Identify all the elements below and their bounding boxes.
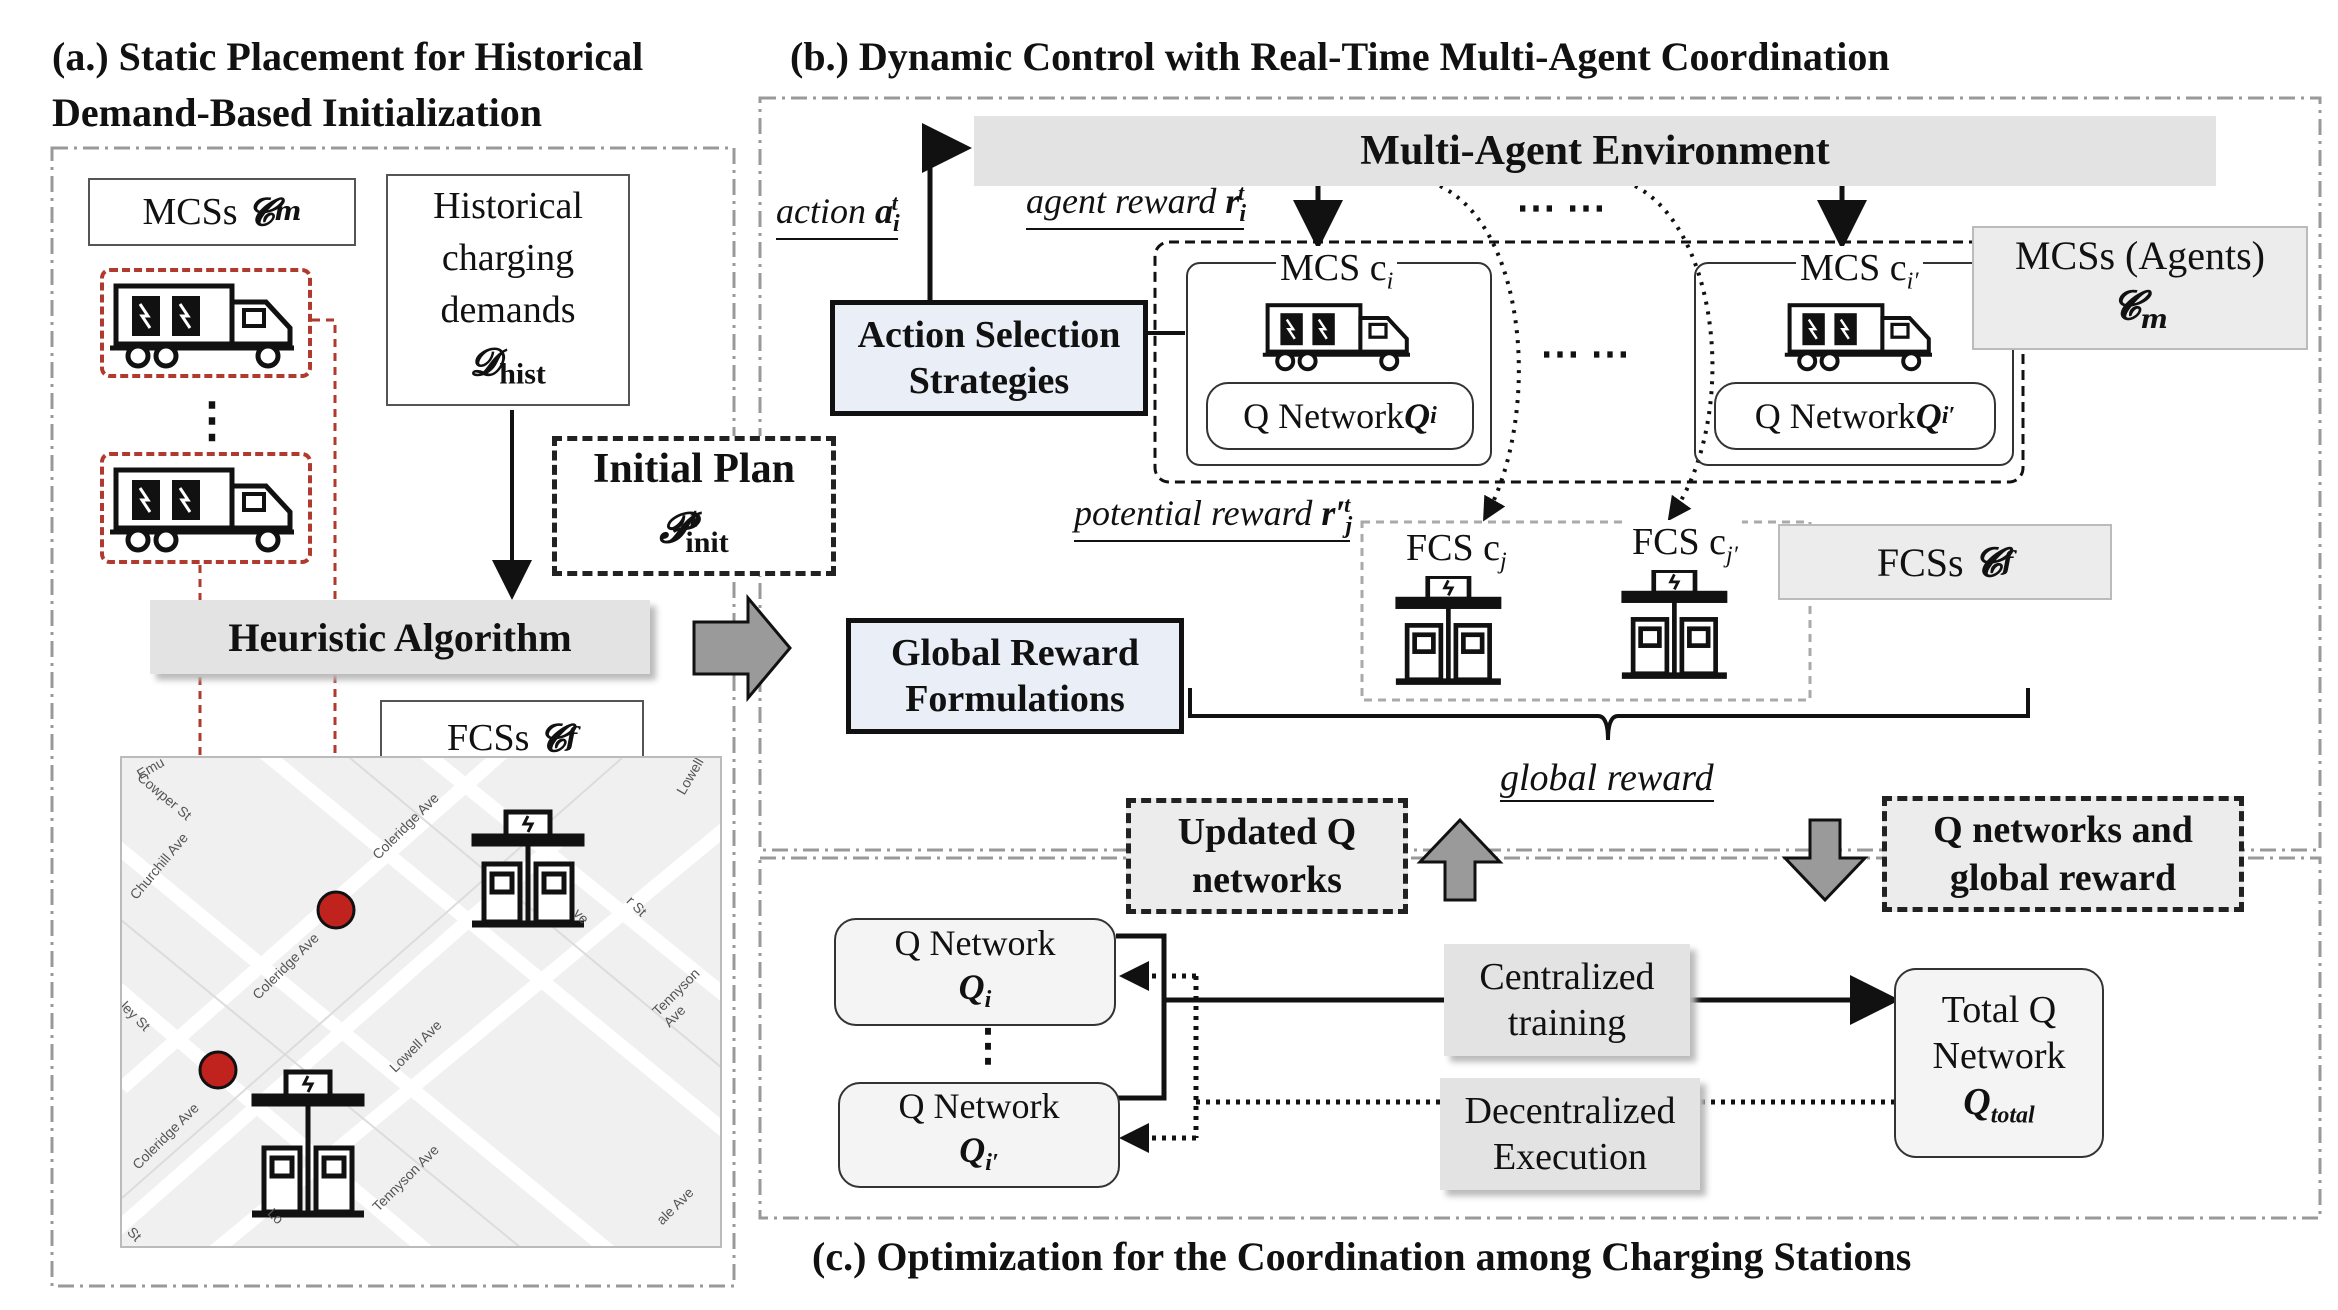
mcs-i-label: MCS ci: [1276, 246, 1398, 296]
centralized-training-box: Centralized training: [1444, 944, 1690, 1056]
panel-c-title: (c.) Optimization for the Coordination a…: [812, 1234, 1912, 1279]
fcs-sub: f: [565, 723, 577, 753]
hist-line2: charging: [441, 236, 575, 279]
global-reward-formulations-box: Global Reward Formulations: [846, 618, 1184, 734]
initial-plan-box: Initial Plan 𝓟tinit: [552, 436, 836, 576]
fcs-j-label: FCS cj: [1402, 526, 1511, 576]
q-network-i-card: Q Network Qi: [834, 918, 1116, 1026]
mcs-symbol: 𝓒: [247, 189, 274, 234]
q-networks-global-reward-box: Q networks and global reward: [1882, 796, 2244, 912]
q-network-i-prime-card: Q Network Qi′: [838, 1082, 1120, 1188]
truck-icon: [1262, 303, 1410, 372]
street-map: Emu Cowper St Coleridge Ave Churchill Av…: [120, 756, 722, 1248]
agent-reward-label: agent reward rit: [1026, 180, 1246, 231]
hist-line3: demands: [440, 288, 576, 331]
historical-demands-box: Historical charging demands 𝓓hist: [386, 174, 630, 406]
decentralized-execution-box: Decentralized Execution: [1440, 1078, 1700, 1190]
global-reward-label: global reward: [1500, 756, 1714, 802]
ellipsis-top: ⋯ ⋯: [1516, 185, 1606, 230]
heuristic-algorithm-box: Heuristic Algorithm: [150, 600, 650, 674]
truck-icon: [110, 467, 294, 553]
panel-b-title: (b.) Dynamic Control with Real-Time Mult…: [790, 34, 1890, 79]
vertical-dots: ⋮: [188, 394, 236, 447]
plan-sub: init: [685, 525, 729, 559]
fcs-label: FCSs: [447, 717, 530, 759]
vertical-dots-c: ⋮: [966, 1021, 1010, 1070]
action-selection-box: Action Selection Strategies: [830, 300, 1148, 416]
plan-symbol: 𝓟: [659, 503, 690, 553]
multi-agent-environment-box: Multi-Agent Environment: [974, 116, 2216, 186]
charging-station-icon: [1395, 576, 1502, 685]
panel-a-title-line2: Demand-Based Initialization: [52, 90, 543, 135]
mcs-truck-bottom-frame: [100, 452, 312, 564]
mcs-sub: m: [273, 197, 302, 227]
mcs-i-prime-label: MCS ci′: [1796, 246, 1923, 296]
charging-station-icon: [1621, 570, 1728, 679]
total-q-network-box: Total Q Network Qtotal: [1894, 968, 2104, 1158]
fcs-symbol: 𝓒: [538, 715, 566, 760]
ellipsis-mid: ⋯ ⋯: [1540, 331, 1630, 376]
panel-a-title-line1: (a.) Static Placement for Historical: [52, 34, 644, 79]
initial-plan-label: Initial Plan: [593, 446, 795, 493]
mcs-truck-top-frame: [100, 268, 312, 378]
hist-line1: Historical: [433, 184, 583, 227]
hist-sub: hist: [499, 357, 546, 391]
mcs-agents-box: MCSs (Agents) 𝓒m: [1972, 226, 2308, 350]
hist-symbol: 𝓓: [470, 338, 500, 384]
mcs-label: MCSs: [142, 191, 238, 233]
action-label: action ait: [776, 190, 900, 241]
truck-icon: [110, 283, 294, 369]
plan-sup: t: [689, 503, 698, 535]
fcs-j-prime-label: FCS cj′: [1628, 520, 1742, 570]
potential-reward-label: potential reward r′jt: [1074, 492, 1352, 543]
map-roads: [122, 758, 720, 1246]
updated-q-networks-box: Updated Q networks: [1126, 798, 1408, 914]
truck-icon: [1784, 303, 1932, 372]
